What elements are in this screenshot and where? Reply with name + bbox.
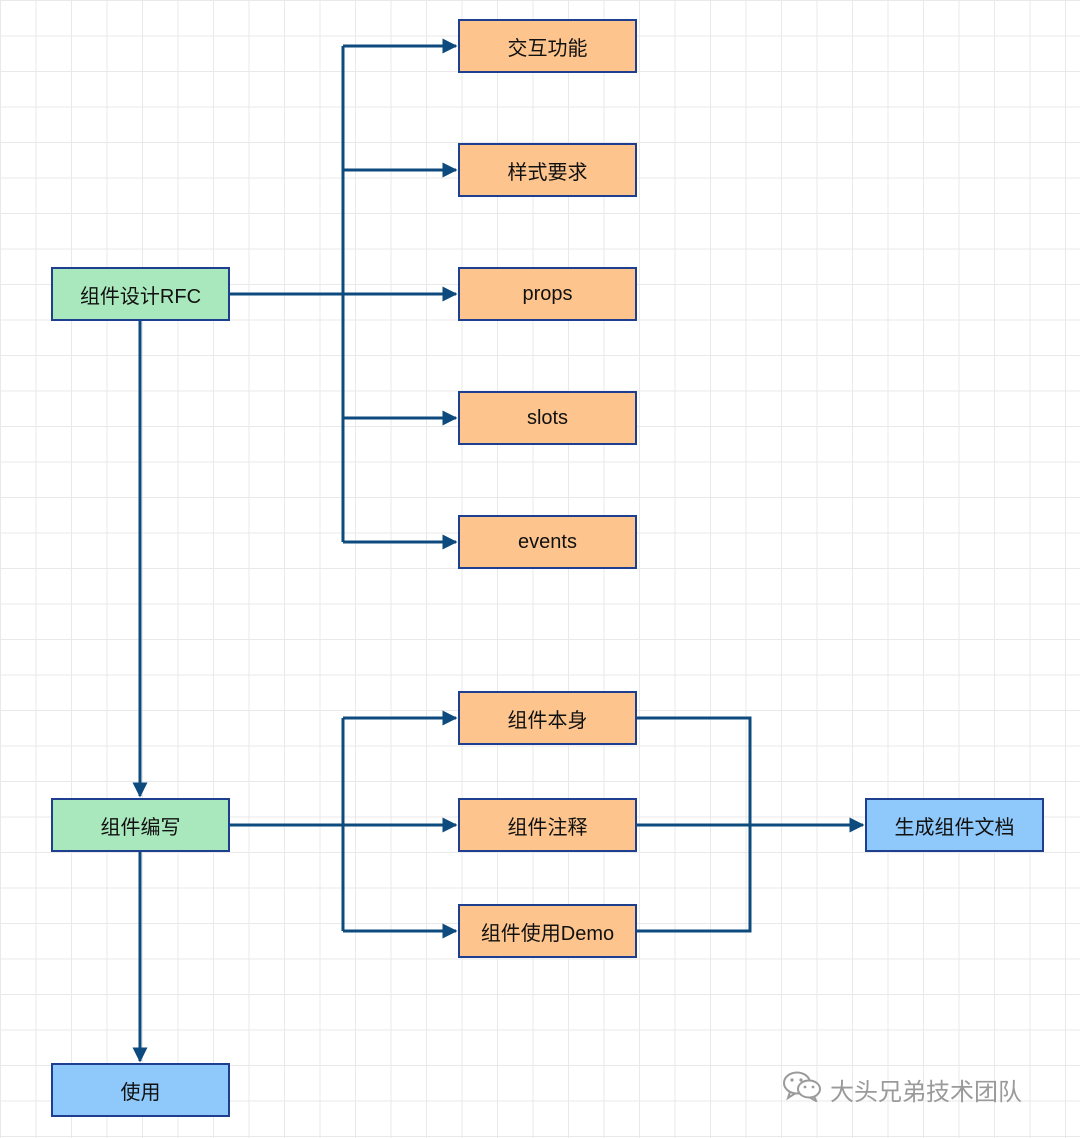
node-generate-docs: 生成组件文档	[865, 798, 1044, 852]
edge-self-doc	[637, 716, 752, 825]
node-props: props	[458, 267, 637, 321]
node-usage: 使用	[51, 1063, 230, 1117]
node-component-demo: 组件使用Demo	[458, 904, 637, 958]
wechat-icon	[782, 1070, 822, 1109]
node-component-itself: 组件本身	[458, 691, 637, 745]
edge-demo-doc	[637, 825, 752, 933]
watermark: 大头兄弟技术团队	[782, 1070, 1022, 1109]
node-component-writing: 组件编写	[51, 798, 230, 852]
node-component-comments: 组件注释	[458, 798, 637, 852]
node-events: events	[458, 515, 637, 569]
node-component-design-rfc: 组件设计RFC	[51, 267, 230, 321]
node-interaction: 交互功能	[458, 19, 637, 73]
node-slots: slots	[458, 391, 637, 445]
watermark-text: 大头兄弟技术团队	[830, 1079, 1022, 1106]
node-style-requirements: 样式要求	[458, 143, 637, 197]
